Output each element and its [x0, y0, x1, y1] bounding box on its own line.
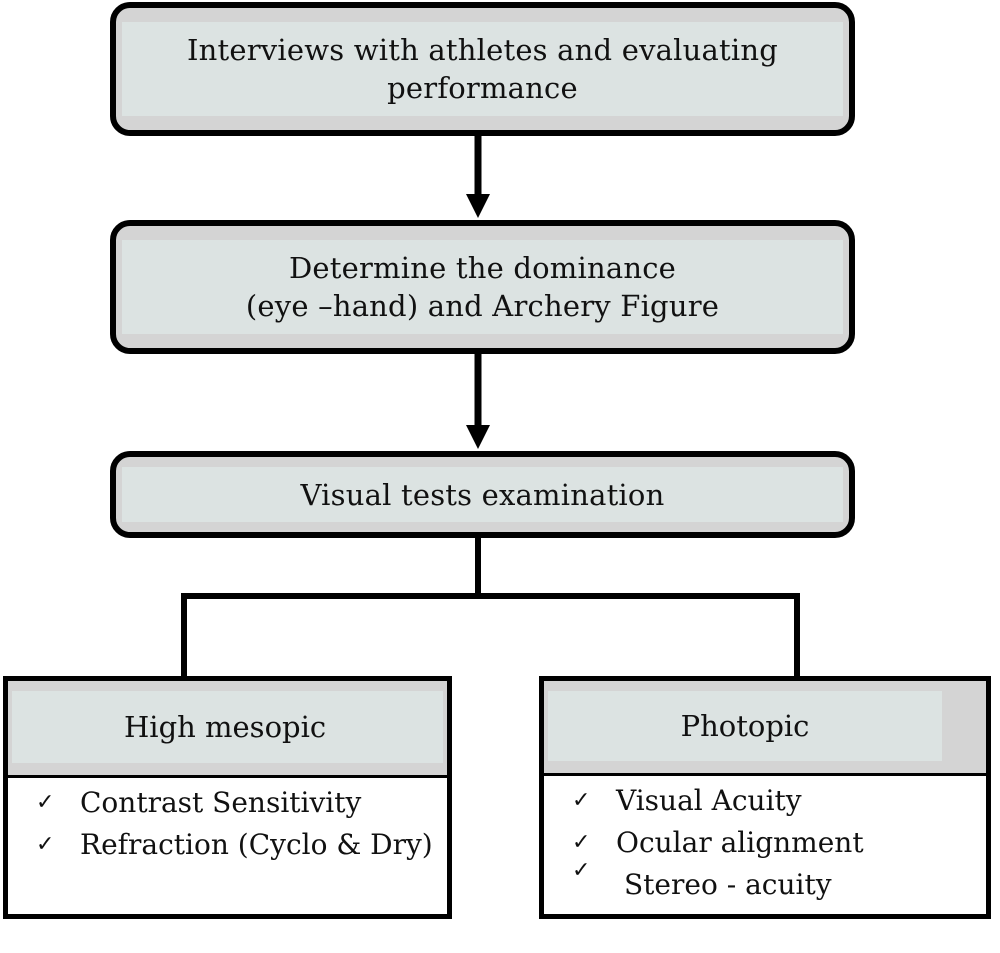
arrow-down-icon	[466, 425, 490, 449]
step-interviews-line-2: performance	[387, 71, 578, 105]
branch-photopic-header-fill: Photopic	[548, 691, 942, 761]
list-item: ✓ Visual Acuity	[544, 785, 986, 817]
step-visual-tests-text: Visual tests examination	[122, 467, 843, 522]
step-visual-tests-label: Visual tests examination	[300, 477, 665, 512]
arrow-down-icon	[466, 194, 490, 218]
step-dominance-text: Determine the dominance (eye –hand) and …	[122, 240, 843, 334]
list-item-label: Stereo - acuity	[624, 868, 832, 901]
step-dominance-line-2: (eye –hand) and Archery Figure	[245, 289, 720, 323]
branch-photopic-title: Photopic	[680, 709, 810, 743]
branch-high-mesopic-list: ✓ Contrast Sensitivity ✓ Refraction (Cyc…	[8, 787, 447, 871]
checkmark-icon: ✓	[572, 788, 591, 813]
branch-high-mesopic-header: High mesopic	[8, 681, 447, 778]
checkmark-icon: ✓	[572, 830, 591, 855]
arrow-2-to-3	[466, 354, 490, 449]
step-interviews-line-1: Interviews with athletes and evaluating	[187, 33, 778, 67]
list-item-label: Ocular alignment	[616, 826, 864, 859]
branch-high-mesopic-title: High mesopic	[124, 710, 327, 744]
list-item: ✓ Stereo - acuity	[544, 858, 986, 901]
branch-photopic-list: ✓ Visual Acuity ✓ Ocular alignment ✓ Ste…	[544, 785, 986, 911]
step-dominance-box: Determine the dominance (eye –hand) and …	[110, 220, 855, 354]
step-dominance-line-1: Determine the dominance	[288, 251, 677, 285]
branch-high-mesopic: High mesopic ✓ Contrast Sensitivity ✓ Re…	[3, 676, 452, 919]
list-item-label: Visual Acuity	[616, 784, 802, 817]
list-item: ✓ Refraction (Cyclo & Dry)	[8, 829, 447, 861]
arrow-1-to-2	[466, 136, 490, 218]
step-interviews-text: Interviews with athletes and evaluating …	[122, 22, 843, 116]
list-item: ✓ Contrast Sensitivity	[8, 787, 447, 819]
checkmark-icon: ✓	[572, 858, 591, 883]
branch-photopic-header: Photopic	[544, 681, 986, 776]
step-interviews-box: Interviews with athletes and evaluating …	[110, 2, 855, 136]
list-item-label: Refraction (Cyclo & Dry)	[80, 828, 433, 861]
branch-photopic: Photopic ✓ Visual Acuity ✓ Ocular alignm…	[539, 676, 991, 919]
list-item-label: Contrast Sensitivity	[80, 786, 362, 819]
branch-high-mesopic-header-fill: High mesopic	[12, 691, 443, 763]
list-item: ✓ Ocular alignment	[544, 827, 986, 859]
step-visual-tests-box: Visual tests examination	[110, 451, 855, 538]
branch-connector	[181, 538, 800, 678]
checkmark-icon: ✓	[36, 790, 55, 815]
checkmark-icon: ✓	[36, 832, 55, 857]
